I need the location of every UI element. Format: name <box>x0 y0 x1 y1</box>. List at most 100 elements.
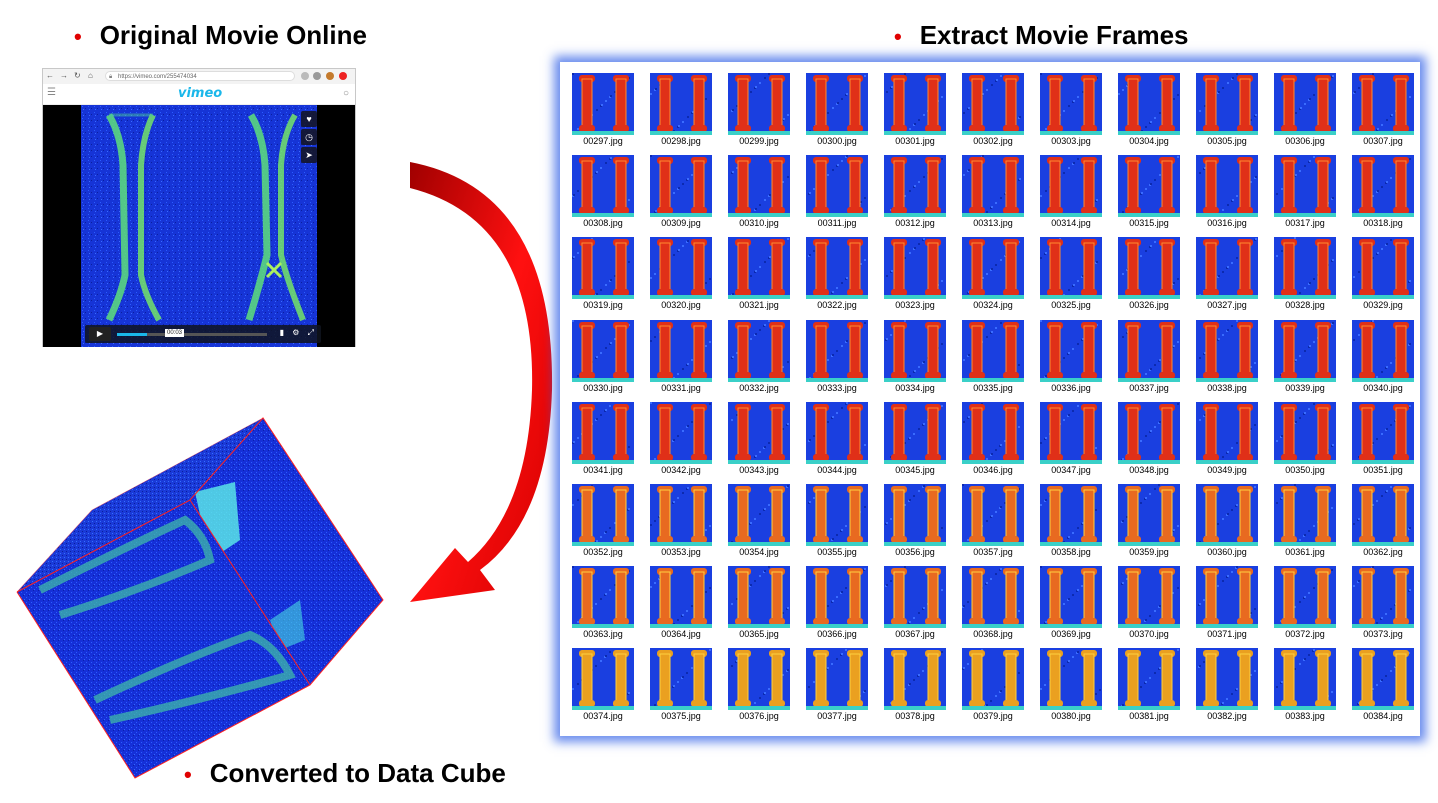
forward-arrow-icon[interactable]: → <box>60 71 68 80</box>
profile-avatar-icon[interactable] <box>326 72 334 80</box>
frame-file[interactable]: 00370.jpg <box>1114 563 1192 645</box>
frame-file[interactable]: 00325.jpg <box>1036 234 1114 316</box>
extension-icon[interactable] <box>313 72 321 80</box>
frame-file[interactable]: 00316.jpg <box>1192 152 1270 234</box>
frame-file[interactable]: 00384.jpg <box>1348 645 1426 727</box>
back-arrow-icon[interactable]: ← <box>46 71 54 80</box>
frame-file[interactable]: 00318.jpg <box>1348 152 1426 234</box>
frame-file[interactable]: 00349.jpg <box>1192 399 1270 481</box>
frame-file[interactable]: 00334.jpg <box>880 317 958 399</box>
frame-file[interactable]: 00329.jpg <box>1348 234 1426 316</box>
frame-file[interactable]: 00375.jpg <box>646 645 724 727</box>
frame-file[interactable]: 00366.jpg <box>802 563 880 645</box>
frame-file[interactable]: 00317.jpg <box>1270 152 1348 234</box>
frame-file[interactable]: 00361.jpg <box>1270 481 1348 563</box>
frame-file[interactable]: 00379.jpg <box>958 645 1036 727</box>
frame-file[interactable]: 00332.jpg <box>724 317 802 399</box>
frame-file[interactable]: 00362.jpg <box>1348 481 1426 563</box>
frame-file[interactable]: 00345.jpg <box>880 399 958 481</box>
frame-file[interactable]: 00333.jpg <box>802 317 880 399</box>
frame-file[interactable]: 00353.jpg <box>646 481 724 563</box>
frame-file[interactable]: 00323.jpg <box>880 234 958 316</box>
frame-file[interactable]: 00374.jpg <box>568 645 646 727</box>
frame-file[interactable]: 00343.jpg <box>724 399 802 481</box>
frame-file[interactable]: 00306.jpg <box>1270 70 1348 152</box>
frame-file[interactable]: 00303.jpg <box>1036 70 1114 152</box>
frame-file[interactable]: 00313.jpg <box>958 152 1036 234</box>
frame-file[interactable]: 00335.jpg <box>958 317 1036 399</box>
play-icon[interactable]: ▶ <box>89 327 111 341</box>
player-settings-icons[interactable]: ▮ ⚙ ⤢ <box>279 328 317 337</box>
frame-file[interactable]: 00381.jpg <box>1114 645 1192 727</box>
frame-file[interactable]: 00346.jpg <box>958 399 1036 481</box>
frame-file[interactable]: 00330.jpg <box>568 317 646 399</box>
frame-file[interactable]: 00355.jpg <box>802 481 880 563</box>
frame-file[interactable]: 00383.jpg <box>1270 645 1348 727</box>
frame-file[interactable]: 00310.jpg <box>724 152 802 234</box>
frame-file[interactable]: 00371.jpg <box>1192 563 1270 645</box>
frame-file[interactable]: 00351.jpg <box>1348 399 1426 481</box>
frame-file[interactable]: 00331.jpg <box>646 317 724 399</box>
frame-file[interactable]: 00347.jpg <box>1036 399 1114 481</box>
frame-file[interactable]: 00302.jpg <box>958 70 1036 152</box>
frame-file[interactable]: 00365.jpg <box>724 563 802 645</box>
heart-icon[interactable]: ♥ <box>301 111 317 127</box>
vimeo-logo[interactable]: vimeo <box>178 86 223 101</box>
extension-icon[interactable] <box>339 72 347 80</box>
frame-file[interactable]: 00344.jpg <box>802 399 880 481</box>
frame-file[interactable]: 00380.jpg <box>1036 645 1114 727</box>
refresh-icon[interactable]: ↻ <box>74 71 81 80</box>
frame-file[interactable]: 00352.jpg <box>568 481 646 563</box>
frame-file[interactable]: 00372.jpg <box>1270 563 1348 645</box>
frame-file[interactable]: 00315.jpg <box>1114 152 1192 234</box>
frame-file[interactable]: 00320.jpg <box>646 234 724 316</box>
frame-file[interactable]: 00339.jpg <box>1270 317 1348 399</box>
frame-file[interactable]: 00301.jpg <box>880 70 958 152</box>
frame-file[interactable]: 00338.jpg <box>1192 317 1270 399</box>
address-bar[interactable]: 🔒︎ https://vimeo.com/255474034 <box>105 71 295 81</box>
frame-file[interactable]: 00298.jpg <box>646 70 724 152</box>
frame-file[interactable]: 00321.jpg <box>724 234 802 316</box>
frame-file[interactable]: 00337.jpg <box>1114 317 1192 399</box>
frame-file[interactable]: 00373.jpg <box>1348 563 1426 645</box>
send-icon[interactable]: ➤ <box>301 147 317 163</box>
frame-file[interactable]: 00350.jpg <box>1270 399 1348 481</box>
frame-file[interactable]: 00336.jpg <box>1036 317 1114 399</box>
frame-file[interactable]: 00304.jpg <box>1114 70 1192 152</box>
frame-file[interactable]: 00360.jpg <box>1192 481 1270 563</box>
frame-file[interactable]: 00324.jpg <box>958 234 1036 316</box>
video-player[interactable]: ♥ ◷ ➤ ▶ 00:03 ▮ ⚙ ⤢ <box>43 105 355 347</box>
frame-file[interactable]: 00326.jpg <box>1114 234 1192 316</box>
search-icon[interactable]: ○ <box>342 88 349 99</box>
extension-icon[interactable] <box>301 72 309 80</box>
menu-icon[interactable]: ☰ <box>47 87 56 98</box>
frame-file[interactable]: 00364.jpg <box>646 563 724 645</box>
frame-file[interactable]: 00354.jpg <box>724 481 802 563</box>
frame-file[interactable]: 00378.jpg <box>880 645 958 727</box>
frame-file[interactable]: 00377.jpg <box>802 645 880 727</box>
frame-file[interactable]: 00305.jpg <box>1192 70 1270 152</box>
frame-file[interactable]: 00368.jpg <box>958 563 1036 645</box>
frame-file[interactable]: 00357.jpg <box>958 481 1036 563</box>
frame-file[interactable]: 00309.jpg <box>646 152 724 234</box>
clock-icon[interactable]: ◷ <box>301 129 317 145</box>
frame-file[interactable]: 00356.jpg <box>880 481 958 563</box>
frame-file[interactable]: 00311.jpg <box>802 152 880 234</box>
frame-file[interactable]: 00300.jpg <box>802 70 880 152</box>
progress-bar[interactable]: 00:03 <box>117 329 267 337</box>
frame-file[interactable]: 00359.jpg <box>1114 481 1192 563</box>
frame-file[interactable]: 00308.jpg <box>568 152 646 234</box>
frame-file[interactable]: 00299.jpg <box>724 70 802 152</box>
frame-file[interactable]: 00367.jpg <box>880 563 958 645</box>
frame-file[interactable]: 00340.jpg <box>1348 317 1426 399</box>
frame-file[interactable]: 00382.jpg <box>1192 645 1270 727</box>
frame-file[interactable]: 00341.jpg <box>568 399 646 481</box>
frame-file[interactable]: 00348.jpg <box>1114 399 1192 481</box>
frame-file[interactable]: 00358.jpg <box>1036 481 1114 563</box>
home-icon[interactable]: ⌂ <box>88 71 93 80</box>
frame-file[interactable]: 00297.jpg <box>568 70 646 152</box>
frame-file[interactable]: 00314.jpg <box>1036 152 1114 234</box>
frame-file[interactable]: 00312.jpg <box>880 152 958 234</box>
frame-file[interactable]: 00363.jpg <box>568 563 646 645</box>
frame-file[interactable]: 00322.jpg <box>802 234 880 316</box>
